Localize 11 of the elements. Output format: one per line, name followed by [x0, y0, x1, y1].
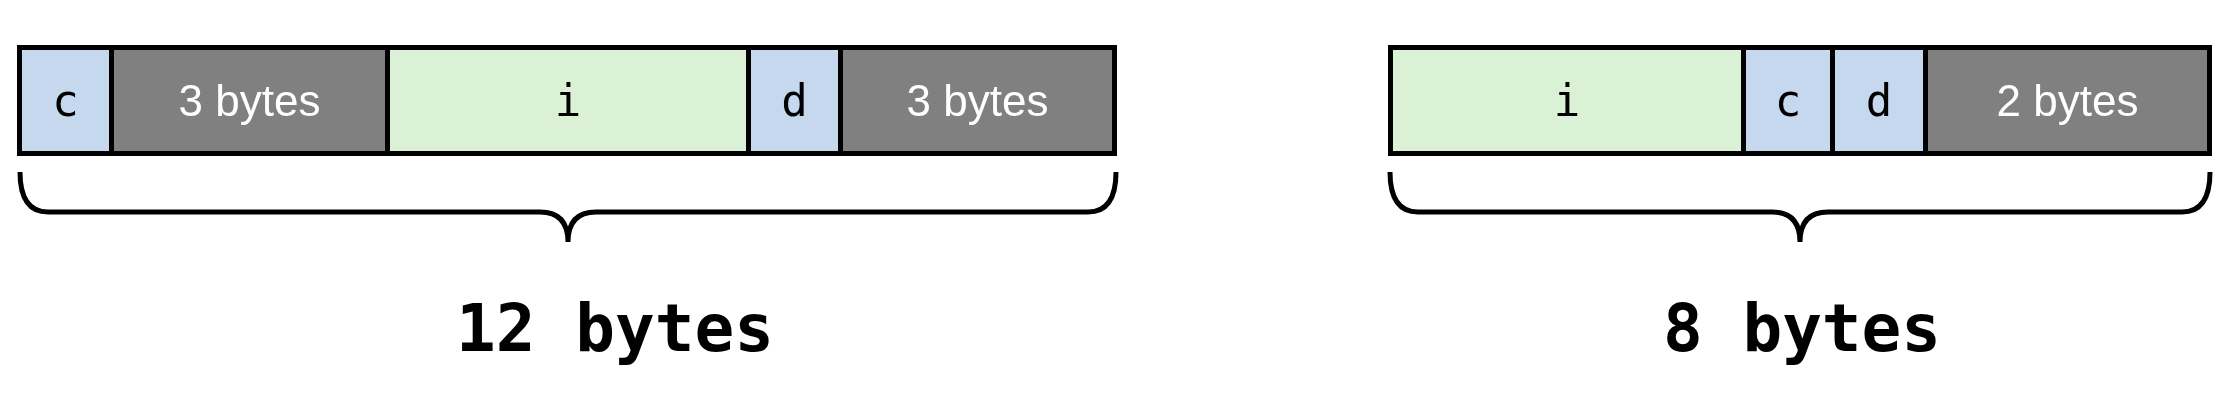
- field-label: 2 bytes: [1996, 75, 2139, 126]
- field-label: c: [1774, 75, 1802, 126]
- field-label: d: [1865, 75, 1893, 126]
- field-label: d: [781, 75, 808, 126]
- field-label: i: [1553, 75, 1581, 126]
- field-label: 3 bytes: [906, 75, 1049, 126]
- field-label: 3 bytes: [178, 75, 321, 126]
- field-label: c: [52, 75, 79, 126]
- size-label: 8 bytes: [1662, 290, 1942, 367]
- size-label: 12 bytes: [456, 290, 774, 367]
- field-label: i: [554, 75, 582, 126]
